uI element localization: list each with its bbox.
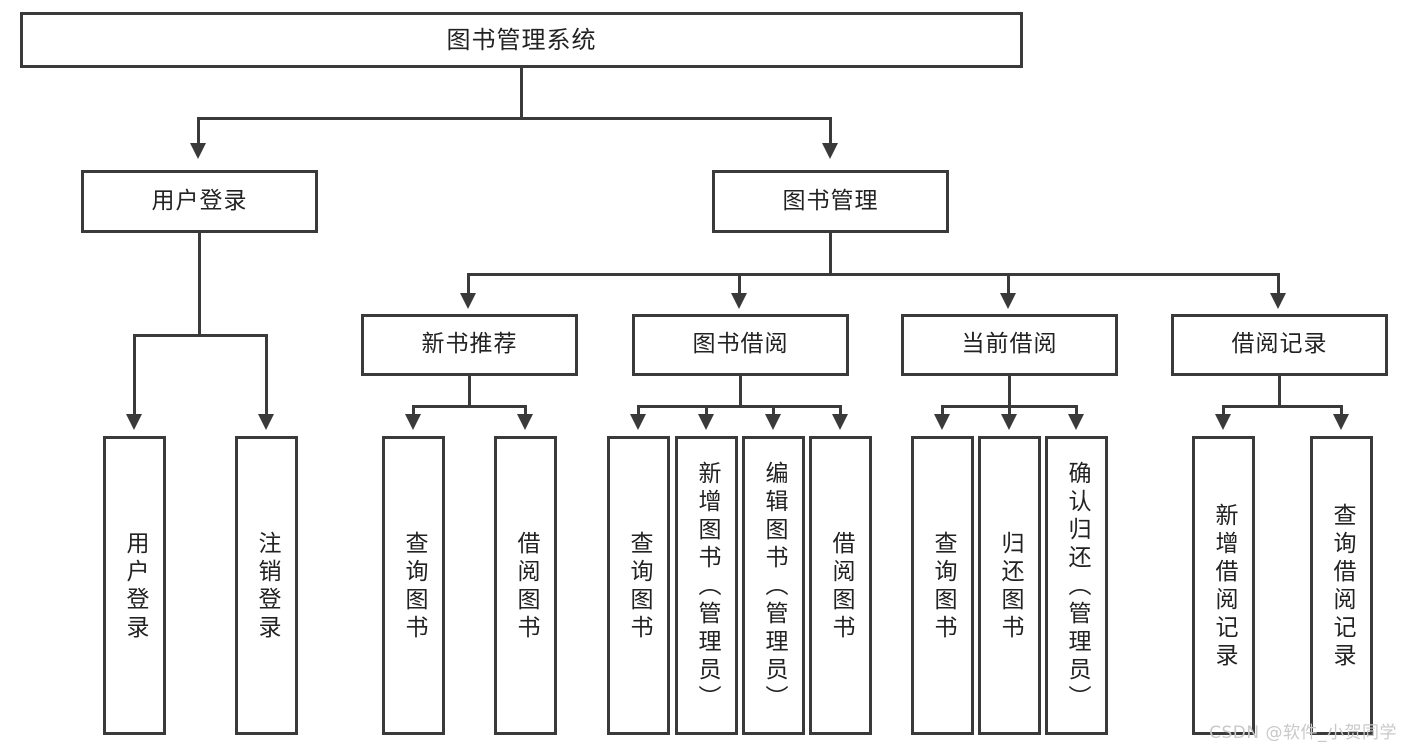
arrow-bm-to-book-borrow xyxy=(731,293,747,309)
connector-nbr-stem xyxy=(468,376,471,407)
connector-user-login-drop-2 xyxy=(265,334,268,416)
node-label: 借阅图书 xyxy=(513,530,539,643)
node-label: 查询图书 xyxy=(401,530,427,643)
node-new-book-recommend[interactable]: 新书推荐 xyxy=(361,314,578,376)
node-label: 查询图书 xyxy=(930,530,956,643)
node-borrow-record[interactable]: 借阅记录 xyxy=(1171,314,1388,376)
connector-user-login-bus xyxy=(133,334,268,337)
node-label: 新增借阅记录 xyxy=(1211,502,1237,671)
connector-br-drop-1 xyxy=(1222,405,1225,417)
node-label: 用户登录 xyxy=(122,530,148,643)
leaf-bb-query-book[interactable]: 查询图书 xyxy=(607,436,670,735)
arrow-cb-leaf-1 xyxy=(934,414,950,430)
leaf-br-add-record[interactable]: 新增借阅记录 xyxy=(1192,436,1255,735)
leaf-nbr-borrow-book[interactable]: 借阅图书 xyxy=(494,436,557,735)
connector-cb-stem xyxy=(1008,376,1011,407)
leaf-cb-query-book[interactable]: 查询图书 xyxy=(911,436,974,735)
node-label: 新书推荐 xyxy=(421,331,518,358)
node-label: 查询借阅记录 xyxy=(1329,502,1355,671)
connector-root-to-book-management xyxy=(829,117,832,145)
connector-nbr-bus xyxy=(412,405,527,408)
csdn-watermark: CSDN @软件_小贺同学 xyxy=(1209,723,1397,743)
arrow-user-login-leaf-2 xyxy=(258,414,274,430)
arrow-bb-leaf-1 xyxy=(630,414,646,430)
node-current-borrow[interactable]: 当前借阅 xyxy=(901,314,1118,376)
arrow-bb-leaf-4 xyxy=(832,414,848,430)
connector-bb-drop-1 xyxy=(637,405,640,417)
arrow-nbr-leaf-1 xyxy=(405,414,421,430)
node-label: 用户登录 xyxy=(151,187,248,214)
node-root-book-management-system[interactable]: 图书管理系统 xyxy=(20,12,1023,68)
node-label: 借阅图书 xyxy=(828,530,854,643)
node-label: 当前借阅 xyxy=(961,331,1058,358)
arrow-cb-leaf-2 xyxy=(1001,414,1017,430)
node-label: 编辑图书（管理员） xyxy=(761,460,787,713)
node-label: 查询图书 xyxy=(626,530,652,643)
arrow-cb-leaf-3 xyxy=(1068,414,1084,430)
arrow-br-leaf-2 xyxy=(1333,414,1349,430)
leaf-nbr-query-book[interactable]: 查询图书 xyxy=(382,436,445,735)
arrow-bm-to-current-borrow xyxy=(1000,293,1016,309)
leaf-cb-confirm-return-admin[interactable]: 确认归还（管理员） xyxy=(1045,436,1108,735)
connector-br-bus xyxy=(1222,405,1343,408)
node-user-login[interactable]: 用户登录 xyxy=(81,170,318,233)
connector-bm-drop-4 xyxy=(1277,273,1280,295)
connector-bb-bus xyxy=(637,405,842,408)
connector-root-to-user-login xyxy=(197,117,200,145)
connector-bm-drop-3 xyxy=(1007,273,1010,295)
node-label: 图书管理系统 xyxy=(446,25,597,54)
node-label: 注销登录 xyxy=(254,530,280,643)
node-label: 图书管理 xyxy=(782,187,879,214)
arrow-user-login-leaf-1 xyxy=(126,414,142,430)
node-book-management[interactable]: 图书管理 xyxy=(712,170,949,233)
connector-br-stem xyxy=(1278,376,1281,407)
leaf-bb-borrow-book[interactable]: 借阅图书 xyxy=(809,436,872,735)
leaf-br-query-record[interactable]: 查询借阅记录 xyxy=(1310,436,1373,735)
connector-bb-drop-4 xyxy=(839,405,842,417)
arrow-root-to-user-login xyxy=(190,143,206,159)
connector-user-login-stem xyxy=(198,233,201,336)
arrow-root-to-book-management xyxy=(822,143,838,159)
node-label: 借阅记录 xyxy=(1231,331,1328,358)
connector-book-management-bus xyxy=(467,273,1279,276)
leaf-user-login-login[interactable]: 用户登录 xyxy=(103,436,166,735)
connector-root-bus xyxy=(197,117,832,120)
arrow-bb-leaf-3 xyxy=(765,414,781,430)
arrow-bm-to-new-book-recommend xyxy=(460,293,476,309)
arrow-bb-leaf-2 xyxy=(698,414,714,430)
connector-cb-drop-1 xyxy=(941,405,944,417)
connector-bb-drop-2 xyxy=(705,405,708,417)
connector-bb-stem xyxy=(739,376,742,407)
node-label: 归还图书 xyxy=(997,530,1023,643)
connector-cb-drop-3 xyxy=(1075,405,1078,417)
leaf-bb-add-book-admin[interactable]: 新增图书（管理员） xyxy=(675,436,738,735)
connector-bb-drop-3 xyxy=(772,405,775,417)
node-label: 新增图书（管理员） xyxy=(694,460,720,713)
node-label: 图书借阅 xyxy=(692,331,789,358)
arrow-nbr-leaf-2 xyxy=(517,414,533,430)
connector-book-management-stem xyxy=(829,233,832,275)
node-book-borrow[interactable]: 图书借阅 xyxy=(632,314,849,376)
connector-root-stem xyxy=(520,68,523,118)
arrow-bm-to-borrow-record xyxy=(1270,293,1286,309)
leaf-user-login-logout[interactable]: 注销登录 xyxy=(235,436,298,735)
node-label: 确认归还（管理员） xyxy=(1064,460,1090,713)
connector-cb-drop-2 xyxy=(1008,405,1011,417)
arrow-br-leaf-1 xyxy=(1215,414,1231,430)
leaf-cb-return-book[interactable]: 归还图书 xyxy=(978,436,1041,735)
connector-nbr-drop-2 xyxy=(524,405,527,417)
connector-user-login-drop-1 xyxy=(133,334,136,416)
connector-nbr-drop-1 xyxy=(412,405,415,417)
leaf-bb-edit-book-admin[interactable]: 编辑图书（管理员） xyxy=(742,436,805,735)
connector-br-drop-2 xyxy=(1340,405,1343,417)
connector-bm-drop-2 xyxy=(738,273,741,295)
connector-bm-drop-1 xyxy=(467,273,470,295)
